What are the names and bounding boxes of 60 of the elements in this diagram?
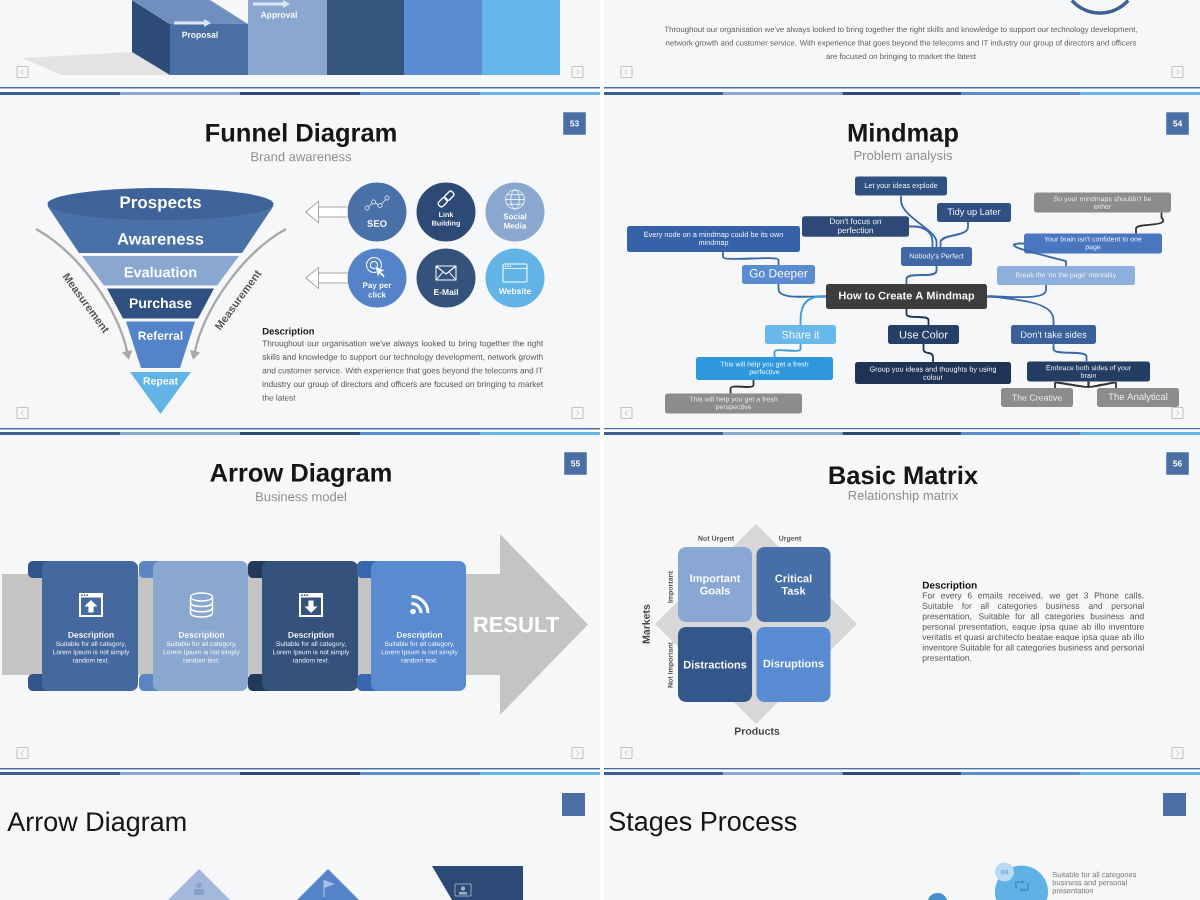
bar-block: Approval: [248, 0, 327, 75]
slide-subtitle: Brand awareness: [251, 151, 352, 162]
mindmap-node: How to Create A Mindmap: [826, 284, 987, 309]
funnel-layer: Purchase: [107, 288, 214, 319]
matrix-tile: Distractions: [678, 627, 752, 702]
slide-subtitle: Problem analysis: [854, 150, 952, 163]
slide-title: Arrow Diagram: [7, 811, 186, 837]
hollow-arrow: [305, 266, 348, 290]
slide-title: Basic Matrix: [829, 465, 978, 485]
funnel-layer: Prospects: [47, 188, 274, 220]
slide-title: Funnel Diagram: [206, 123, 396, 147]
mindmap-node: Go Deeper: [742, 265, 815, 284]
page-number-box: 53: [563, 112, 586, 135]
heading: Description: [262, 327, 314, 337]
bar-block: Proposal: [170, 24, 248, 75]
slide-title: Stages Process: [609, 811, 797, 837]
connector: [922, 343, 934, 363]
funnel-layer: Repeat: [130, 372, 191, 414]
hollow-arrow: [305, 200, 348, 224]
paragraph: Throughout our organisation we've always looked to bring together the right skills and knowledge to support our technology development, network growth and customer service. With experience that goes beyond the telecoms and IT industry our group of directors and officers are focused on bringing to market the latest: [262, 340, 544, 401]
square-shape: [1163, 793, 1186, 816]
slide-subtitle: Business model: [256, 491, 346, 502]
mindmap-node: Tidy up Later: [937, 203, 1011, 222]
connector: [908, 225, 934, 248]
heading: Description: [922, 581, 977, 591]
slide-title: Arrow Diagram: [210, 463, 391, 487]
funnel-layer: Evaluation: [82, 256, 239, 286]
connector: [900, 194, 938, 248]
mindmap-node: The Creative: [1001, 388, 1073, 407]
paragraph: For every 6 emails received, we get 3 Phone calls. Suitable for all categories business and personal presentation, Suitable for all categories business and personal presentation, eaque ipsa quae ab illo inventore veritatis et quasi architecto beatae eaque ipsa quae ab illo inventore Suitable for all categories business and personal presentation.: [922, 592, 1144, 663]
slide-panel: [604, 0, 1200, 87]
axis-label: Products: [734, 727, 780, 735]
connector: [1087, 380, 1117, 389]
mindmap-node: Don't focus on perfection: [802, 216, 909, 237]
slide-subtitle: Relationship matrix: [848, 490, 959, 503]
slide-title: Mindmap: [848, 123, 958, 147]
connector: [799, 295, 827, 326]
page-number-box: 55: [564, 452, 587, 475]
mindmap-node: Don't take sides: [1011, 325, 1096, 344]
bar-block: [327, 0, 404, 75]
axis-label: Markets: [642, 604, 650, 644]
funnel-layer: Referral: [126, 321, 195, 368]
matrix-tile: Critical Task: [756, 547, 831, 622]
mindmap-node: Use Color: [888, 325, 959, 344]
page-number-box: 54: [1166, 112, 1189, 135]
square-shape: [562, 793, 585, 816]
page-number-box: 56: [1166, 452, 1189, 475]
mindmap-node: Share it: [765, 325, 836, 344]
bar-block: [482, 0, 560, 75]
connector: [1054, 380, 1090, 389]
bar-block: [404, 0, 482, 75]
connector: [986, 295, 1055, 326]
connector: [905, 265, 938, 285]
matrix-tile: Important Goals: [678, 547, 752, 622]
mindmap-node: The Analytical: [1097, 388, 1179, 407]
connector: [1052, 343, 1088, 363]
connector: [905, 308, 930, 326]
connector: [722, 251, 780, 266]
matrix-tile: Disruptions: [756, 627, 831, 702]
connector: [1013, 242, 1067, 267]
